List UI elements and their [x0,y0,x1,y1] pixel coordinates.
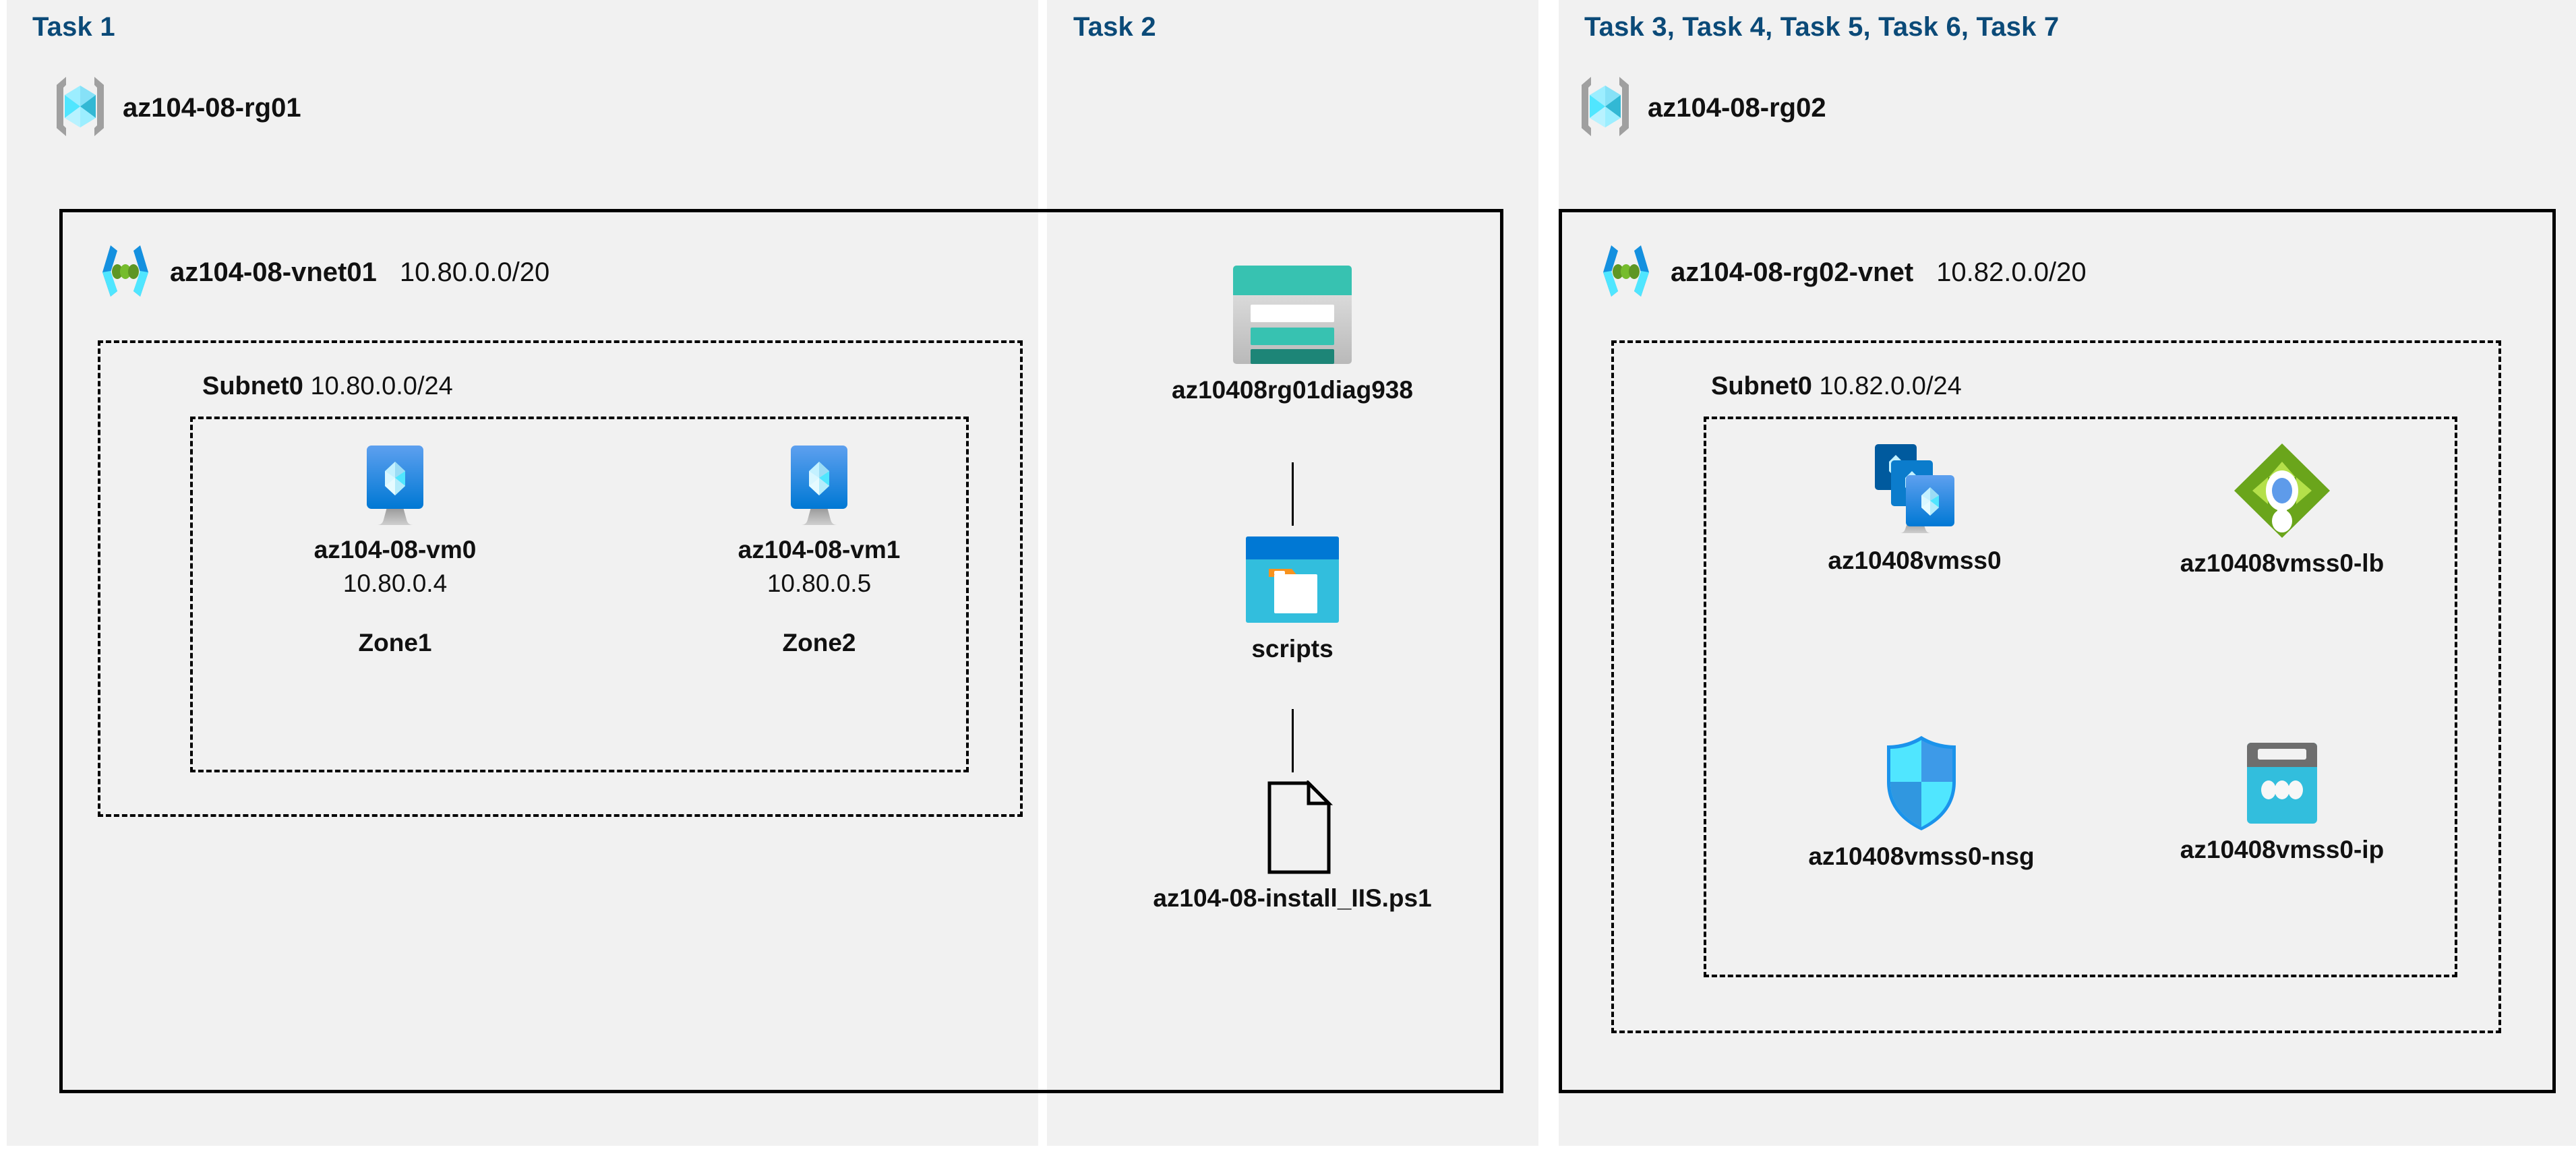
subnet-box-subnet0-vnet01 [98,340,1023,817]
task-title-2: Task 2 [1073,12,1156,42]
resource-group-label: az104-08-rg01 [123,93,301,123]
vnet-cidr: 10.82.0.0/20 [1936,257,2087,287]
vnet-box-az104-08-rg02-vnet [1559,209,2556,1093]
vnet-cidr: 10.80.0.0/20 [399,257,550,287]
subnet-name: Subnet0 [1711,372,1812,400]
subnet-cidr: 10.80.0.0/24 [310,372,453,400]
public-ip-address-label: az10408vmss0-ip [2180,836,2385,863]
vm-az104-08-vm0[interactable]: az104-08-vm0 10.80.0.4 Zone1 [274,441,516,657]
subnet-label-vnet01: Subnet0 10.80.0.0/24 [202,372,453,401]
load-balancer-label: az10408vmss0-lb [2180,549,2385,577]
vm-group-box [190,417,969,772]
resource-group-az104-08-rg02[interactable]: az104-08-rg02 [1578,74,1826,142]
vnet-label: az104-08-vnet01 [170,257,377,287]
virtual-machine-icon [357,441,433,526]
blob-container-label: scripts [1251,635,1334,663]
file-label: az104-08-install_IIS.ps1 [1153,884,1432,912]
panel-task3-7 [1559,0,2576,1146]
public-ip-az10408vmss0-ip[interactable]: az10408vmss0-ip [2161,740,2403,864]
vm-ip: 10.80.0.4 [342,570,448,597]
vmss-group-box [1704,417,2457,977]
resource-group-az104-08-rg01[interactable]: az104-08-rg01 [53,74,301,142]
public-ip-address-icon [2244,740,2320,826]
storage-account-icon [1230,263,1354,367]
vm-zone: Zone1 [358,629,432,656]
vm-zone: Zone2 [782,629,856,656]
subnet-cidr: 10.82.0.0/24 [1819,372,1962,400]
resource-group-label: az104-08-rg02 [1648,93,1826,123]
connector-container-file [1292,709,1294,772]
panel-task1 [7,0,1038,1146]
file-az104-08-install-iis-ps1[interactable]: az104-08-install_IIS.ps1 [1153,780,1432,913]
subnet-box-subnet0-rg02vnet [1611,340,2501,1033]
subnet-label-rg02vnet: Subnet0 10.82.0.0/24 [1711,372,1962,401]
vm-scale-set-az10408vmss0[interactable]: az10408vmss0 [1793,441,2036,575]
network-security-group-icon [1882,733,1961,833]
storage-account-label: az10408rg01diag938 [1172,376,1413,404]
network-security-group-label: az10408vmss0-nsg [1808,842,2035,870]
vm-scale-set-icon [1864,441,1965,537]
vm-label: az104-08-vm1 [738,536,901,563]
connector-account-container [1292,462,1294,526]
vnet-label: az104-08-rg02-vnet [1671,257,1914,287]
vnet-header-az104-08-vnet01[interactable]: az104-08-vnet01 10.80.0.0/20 [94,241,549,304]
vm-ip: 10.80.0.5 [767,570,872,597]
vm-scale-set-label: az10408vmss0 [1828,547,2002,574]
vm-label: az104-08-vm0 [313,536,477,563]
task-title-1: Task 1 [32,12,115,42]
blob-container-scripts[interactable]: scripts [1171,534,1414,663]
virtual-machine-icon [781,441,857,526]
task-title-3: Task 3, Task 4, Task 5, Task 6, Task 7 [1584,12,2060,42]
file-icon [1249,780,1336,875]
load-balancer-az10408vmss0-lb[interactable]: az10408vmss0-lb [2161,441,2403,578]
resource-group-icon [53,74,108,142]
network-security-group-az10408vmss0-nsg[interactable]: az10408vmss0-nsg [1800,733,2043,871]
vnet-box-az104-08-vnet01 [59,209,1503,1093]
storage-account-az10408rg01diag938[interactable]: az10408rg01diag938 [1171,263,1414,404]
virtual-network-icon [94,241,156,304]
virtual-network-icon [1595,241,1657,304]
resource-group-icon [1578,74,1633,142]
vnet-header-az104-08-rg02-vnet[interactable]: az104-08-rg02-vnet 10.82.0.0/20 [1595,241,2087,304]
vm-az104-08-vm1[interactable]: az104-08-vm1 10.80.0.5 Zone2 [698,441,940,657]
subnet-name: Subnet0 [202,372,303,400]
load-balancer-icon [2232,441,2332,540]
blob-container-icon [1243,534,1342,625]
